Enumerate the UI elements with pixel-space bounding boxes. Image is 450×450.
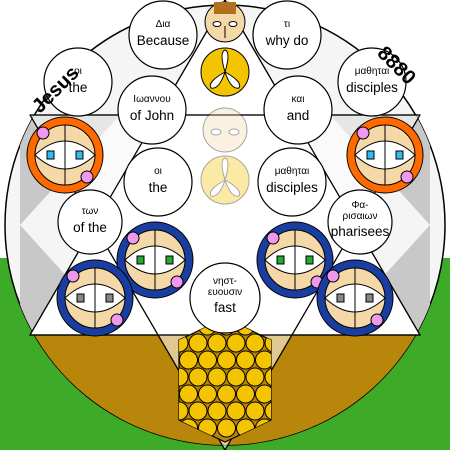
english-word: Because [137,33,190,48]
greek-word-continued: ευουσιν [208,287,242,298]
face-medallion [346,116,424,194]
english-word: why do [265,33,309,48]
greek-word: οι [154,166,162,177]
english-word: and [287,108,310,123]
honeycomb-cell [245,367,265,387]
word-circle-8: μαθηται disciples [257,147,327,217]
english-word: of John [130,108,174,123]
english-word: pharisees [331,224,390,239]
honeycomb-cell [207,367,227,387]
greek-word: νηστ- [213,276,237,287]
greek-word: τι [284,19,290,30]
greek-word-continued: ρισαιων [343,211,378,222]
honeycomb-cell [179,367,189,387]
word-circle-6: και and [263,75,333,145]
word-circle-11: νηστ-ευουσιν fast [189,262,261,334]
english-word: the [149,180,168,195]
honeycomb-cell [188,401,208,421]
face-medallion [256,221,334,299]
greek-word: Φα- [351,200,368,211]
honeycomb-cell [264,401,271,421]
english-word: disciples [346,80,398,95]
greek-word: οι [74,66,82,77]
word-circle-4: μαθηται disciples [337,47,407,117]
english-word: disciples [266,180,318,195]
face-medallion [116,221,194,299]
honeycomb-cell [217,350,236,370]
honeycomb-cell [245,333,265,353]
face-medallion-center-faded [202,107,248,153]
honeycomb-cell [245,401,265,421]
word-circle-2: τι why do [252,0,322,70]
greek-word: Δια [156,19,171,30]
honeycomb-cell [179,384,198,404]
honeycomb-cell [236,350,255,370]
honeycomb-cell [226,333,246,353]
honeycomb-cell [207,401,227,421]
greek-word: μαθηται [275,166,309,177]
honeycomb-cell [236,384,255,404]
honeycomb-cell [188,333,208,353]
honeycomb-cell [255,350,271,370]
honeycomb-cell [226,367,246,387]
honeycomb-cell [179,401,189,421]
trefoil-medallion-faded [200,155,250,205]
honeycomb-cell [179,333,189,353]
english-word: the [69,80,88,95]
honeycomb-cell [226,401,246,421]
word-circle-3: οι the [43,47,113,117]
face-medallion [316,259,394,337]
word-circle-9: των of the [57,189,123,255]
word-circle-10: Φα-ρισαιων pharisees [327,189,393,255]
greek-word: και [292,94,305,105]
greek-word: μαθηται [355,66,389,77]
face-medallion [56,259,134,337]
word-circle-5: Ιωαννου of John [117,75,187,145]
honeycomb-cell [179,350,198,370]
honeycomb-cell [255,384,271,404]
face-medallion-top [204,1,246,43]
english-word: of the [73,220,107,235]
word-circle-7: οι the [123,147,193,217]
greek-word: Ιωαννου [133,94,170,105]
english-word: fast [214,300,236,315]
greek-word: των [82,206,99,217]
honeycomb-cell [198,384,217,404]
honeycomb-cell [264,367,271,387]
trefoil-medallion-gold [200,47,250,97]
honeycomb-cell [188,367,208,387]
honeycomb-cell [217,384,236,404]
honeycomb-cell [207,333,227,353]
face-medallion [26,116,104,194]
honeycomb-cell [217,418,236,438]
honeycomb-cell [198,350,217,370]
